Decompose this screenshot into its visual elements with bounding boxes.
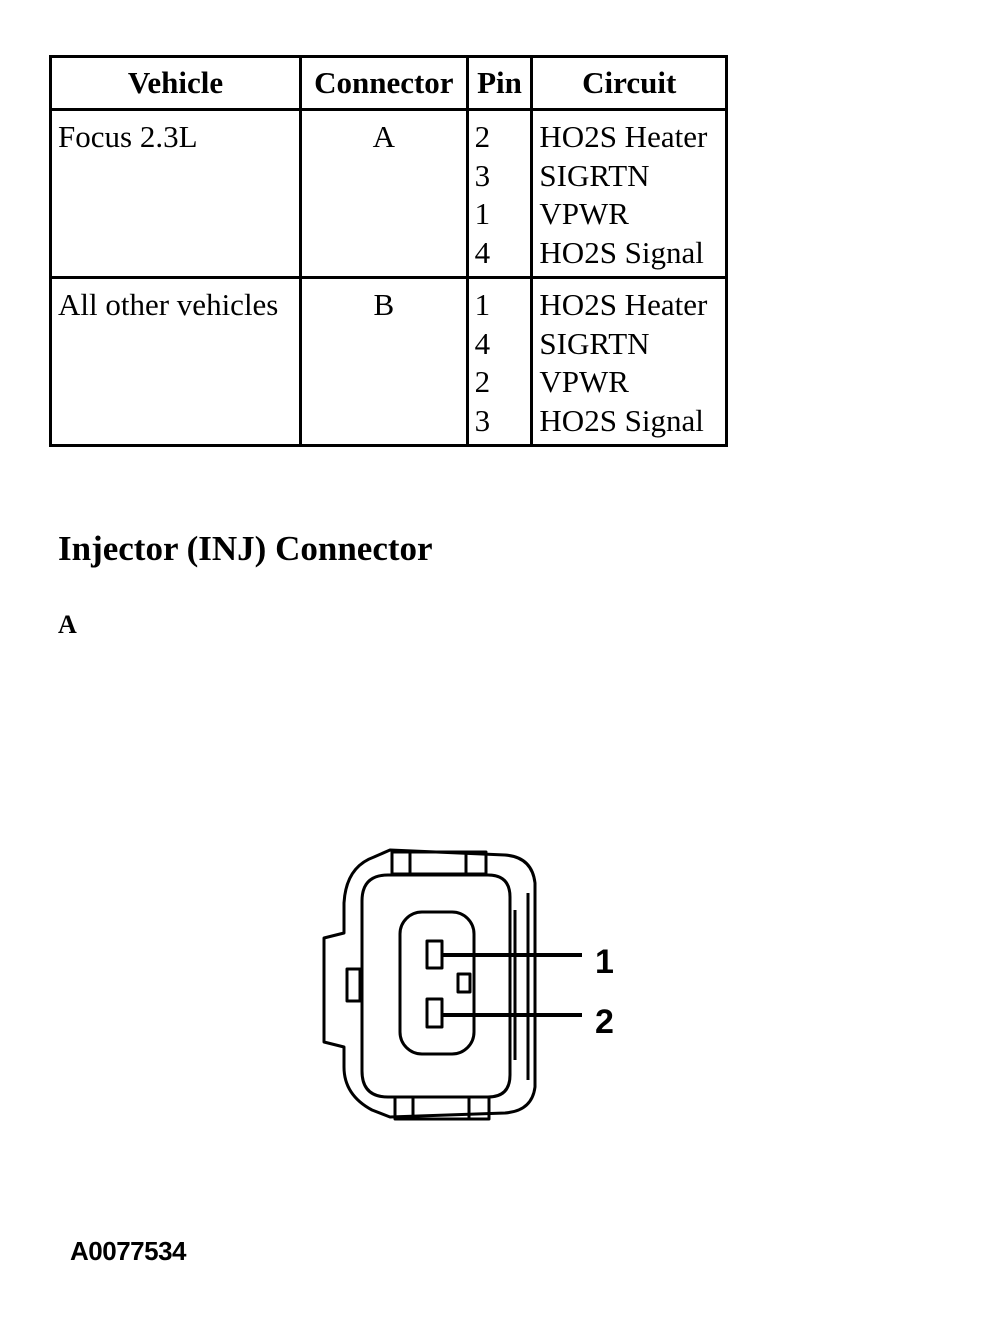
header-vehicle: Vehicle (48, 55, 303, 111)
pin-cell: 1 4 2 3 (465, 276, 534, 447)
vehicle-cell: All other vehicles (48, 276, 303, 447)
header-circuit: Circuit (530, 55, 728, 111)
circuit-cell: HO2S Heater SIGRTN VPWR HO2S Signal (530, 276, 728, 447)
pin-number: 3 (474, 157, 491, 193)
pin-2-terminal (425, 997, 444, 1029)
pin-number: 3 (474, 402, 491, 438)
cavity-key (456, 972, 472, 994)
circuit-name: VPWR (539, 364, 629, 399)
pin-number: 2 (474, 119, 491, 154)
circuit-name: HO2S Signal (539, 234, 704, 270)
pin-number: 2 (474, 364, 491, 399)
terminal-cavity (398, 910, 476, 1056)
pin-number: 4 (474, 325, 491, 361)
pin-1-terminal (425, 939, 444, 970)
figure-id: A0077534 (70, 1236, 187, 1266)
table-row: Focus 2.3L A 2 3 1 4 HO2S Heater SIGRTN … (48, 108, 728, 279)
pin-assignment-table: Vehicle Connector Pin Circuit Focus 2.3L… (48, 55, 728, 447)
circuit-name: SIGRTN (539, 157, 650, 193)
pin-number: 1 (474, 287, 491, 322)
top-lock-tab (390, 850, 488, 876)
table-row: All other vehicles B 1 4 2 3 HO2S Heater… (48, 276, 728, 447)
connector-housing-outline (322, 848, 537, 1119)
pin-2-label: 2 (595, 1003, 614, 1041)
section-title: Injector (INJ) Connector (58, 529, 433, 568)
table-header-row: Vehicle Connector Pin Circuit (48, 55, 728, 111)
pin-number: 1 (474, 196, 491, 231)
circuit-name: HO2S Heater (539, 287, 708, 322)
view-label: A (58, 610, 77, 639)
header-connector: Connector (299, 55, 469, 111)
header-pin: Pin (465, 55, 534, 111)
connector-cell: B (299, 276, 469, 447)
pin-cell: 2 3 1 4 (465, 108, 534, 279)
pin-1-label: 1 (595, 943, 614, 981)
vehicle-cell: Focus 2.3L (48, 108, 303, 279)
circuit-name: HO2S Heater (539, 119, 708, 154)
circuit-cell: HO2S Heater SIGRTN VPWR HO2S Signal (530, 108, 728, 279)
circuit-name: VPWR (539, 196, 629, 231)
bottom-lock-tab (393, 1095, 491, 1121)
connector-cell: A (299, 108, 469, 279)
pin-number: 4 (474, 234, 491, 270)
injector-connector-diagram: 1 2 (322, 848, 614, 1121)
circuit-name: SIGRTN (539, 325, 650, 361)
connector-inner-body (360, 873, 512, 1099)
circuit-name: HO2S Signal (539, 402, 704, 438)
side-latch (345, 967, 362, 1003)
